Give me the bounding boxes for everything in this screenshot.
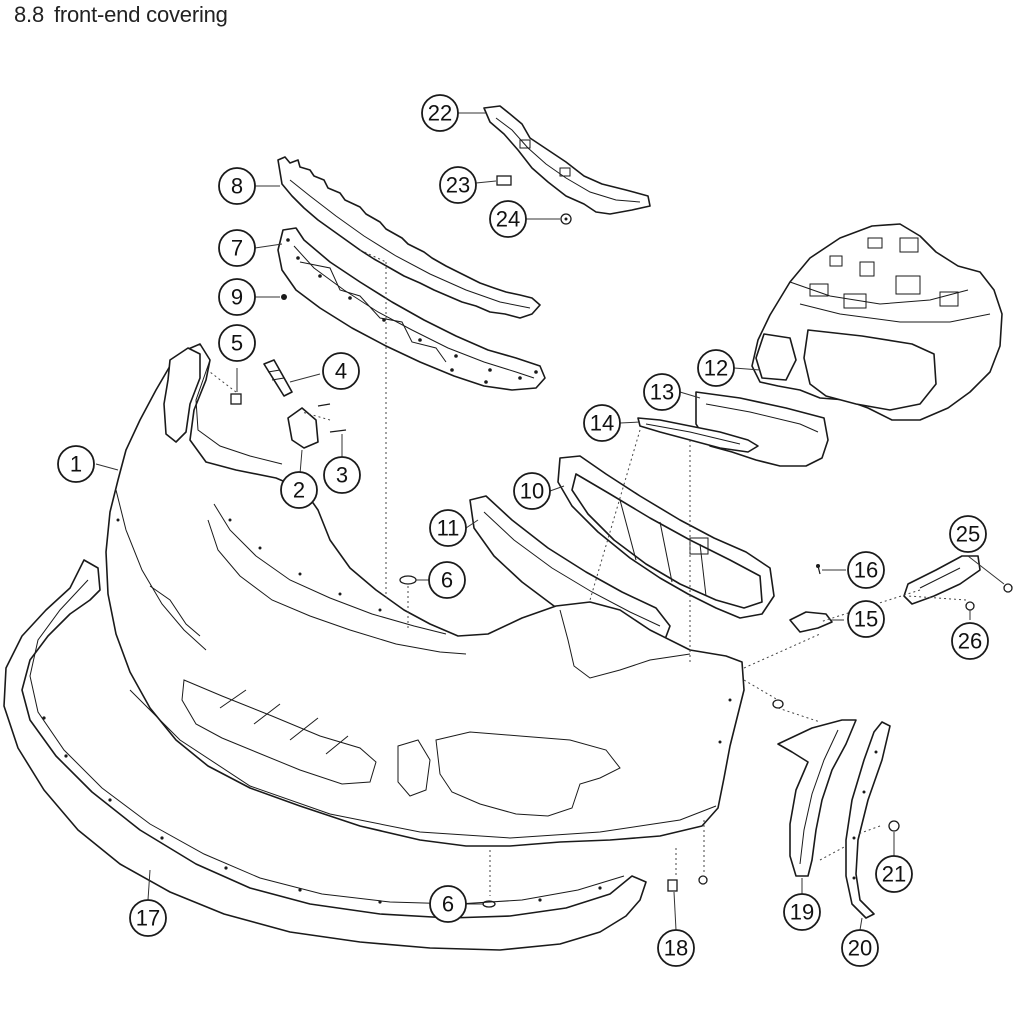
part-21-screw xyxy=(888,820,900,856)
part-23-clip xyxy=(475,175,512,186)
svg-text:11: 11 xyxy=(437,516,460,541)
part-6-clip-upper xyxy=(399,575,430,585)
callout-8: 8 xyxy=(218,167,256,205)
callout-24: 24 xyxy=(489,200,527,238)
svg-text:6: 6 xyxy=(442,892,454,917)
callout-22: 22 xyxy=(421,94,459,132)
part-20-wheel-arch-strip xyxy=(845,721,891,931)
part-25-side-bracket xyxy=(903,555,1013,605)
svg-text:5: 5 xyxy=(231,331,243,356)
svg-text:22: 22 xyxy=(428,101,452,126)
svg-text:24: 24 xyxy=(496,207,520,232)
part-15-mount xyxy=(789,611,844,633)
svg-text:16: 16 xyxy=(854,558,878,583)
svg-text:15: 15 xyxy=(854,607,878,632)
part-13-duct-panel xyxy=(695,391,829,467)
part-4-mount-bracket xyxy=(263,359,321,397)
part-19-side-trim xyxy=(777,719,857,877)
svg-text:21: 21 xyxy=(882,862,906,887)
svg-text:23: 23 xyxy=(446,173,470,198)
svg-text:8: 8 xyxy=(231,174,243,199)
callout-5: 5 xyxy=(218,324,256,362)
callout-9: 9 xyxy=(218,278,256,316)
svg-text:1: 1 xyxy=(70,452,82,477)
svg-text:18: 18 xyxy=(664,936,688,961)
callout-15: 15 xyxy=(847,600,885,638)
svg-text:4: 4 xyxy=(335,359,347,384)
svg-text:6: 6 xyxy=(441,568,453,593)
part-9-fastener xyxy=(255,294,287,300)
part-14-trim-strip xyxy=(637,417,759,453)
callout-14: 14 xyxy=(583,404,621,442)
callout-12: 12 xyxy=(697,349,735,387)
callout-6-upper: 6 xyxy=(428,561,466,599)
callout-26: 26 xyxy=(951,622,989,660)
svg-text:7: 7 xyxy=(231,236,243,261)
part-12-carrier-frame xyxy=(751,223,1003,421)
callout-7: 7 xyxy=(218,229,256,267)
callout-21: 21 xyxy=(875,855,913,893)
svg-text:19: 19 xyxy=(790,900,814,925)
part-10-lower-grille xyxy=(557,455,775,619)
callout-19: 19 xyxy=(783,893,821,931)
part-22-upper-bracket xyxy=(483,105,651,215)
svg-text:10: 10 xyxy=(520,479,544,504)
svg-text:17: 17 xyxy=(136,906,160,931)
svg-text:26: 26 xyxy=(958,629,982,654)
callout-17: 17 xyxy=(129,899,167,937)
part-16-screw xyxy=(816,564,846,575)
part-26-nut xyxy=(965,601,975,620)
assembly-lines xyxy=(209,249,967,896)
callout-1: 1 xyxy=(57,445,95,483)
callout-leaders xyxy=(95,112,803,901)
svg-text:25: 25 xyxy=(956,522,980,547)
part-2-clip xyxy=(287,407,319,475)
part-17-spoiler-lip xyxy=(3,559,647,951)
callout-10: 10 xyxy=(513,472,551,510)
callout-23: 23 xyxy=(439,166,477,204)
svg-text:9: 9 xyxy=(231,285,243,310)
page-title: 8.8 front-end covering xyxy=(14,2,228,28)
part-3-screw xyxy=(317,403,347,458)
svg-text:12: 12 xyxy=(704,356,728,381)
callout-25: 25 xyxy=(949,515,987,553)
svg-text:3: 3 xyxy=(336,463,348,488)
callout-3: 3 xyxy=(323,456,361,494)
callout-13: 13 xyxy=(643,373,681,411)
part-7-grille-frame xyxy=(277,227,546,391)
section-title: front-end covering xyxy=(53,2,228,27)
part-8-upper-strip xyxy=(277,156,541,319)
callout-2: 2 xyxy=(280,471,318,509)
section-number: 8.8 xyxy=(14,2,44,27)
callout-4: 4 xyxy=(322,352,360,390)
callout-18: 18 xyxy=(657,929,695,967)
svg-text:14: 14 xyxy=(590,411,614,436)
part-18-clip xyxy=(667,879,678,931)
callout-11: 11 xyxy=(429,509,467,547)
svg-text:20: 20 xyxy=(848,936,872,961)
svg-text:13: 13 xyxy=(650,380,674,405)
callout-20: 20 xyxy=(841,929,879,967)
callout-6-lower: 6 xyxy=(429,885,467,923)
part-5-side-bracket xyxy=(163,347,242,443)
svg-text:2: 2 xyxy=(293,478,305,503)
callout-16: 16 xyxy=(847,551,885,589)
part-24-nut xyxy=(526,213,572,225)
